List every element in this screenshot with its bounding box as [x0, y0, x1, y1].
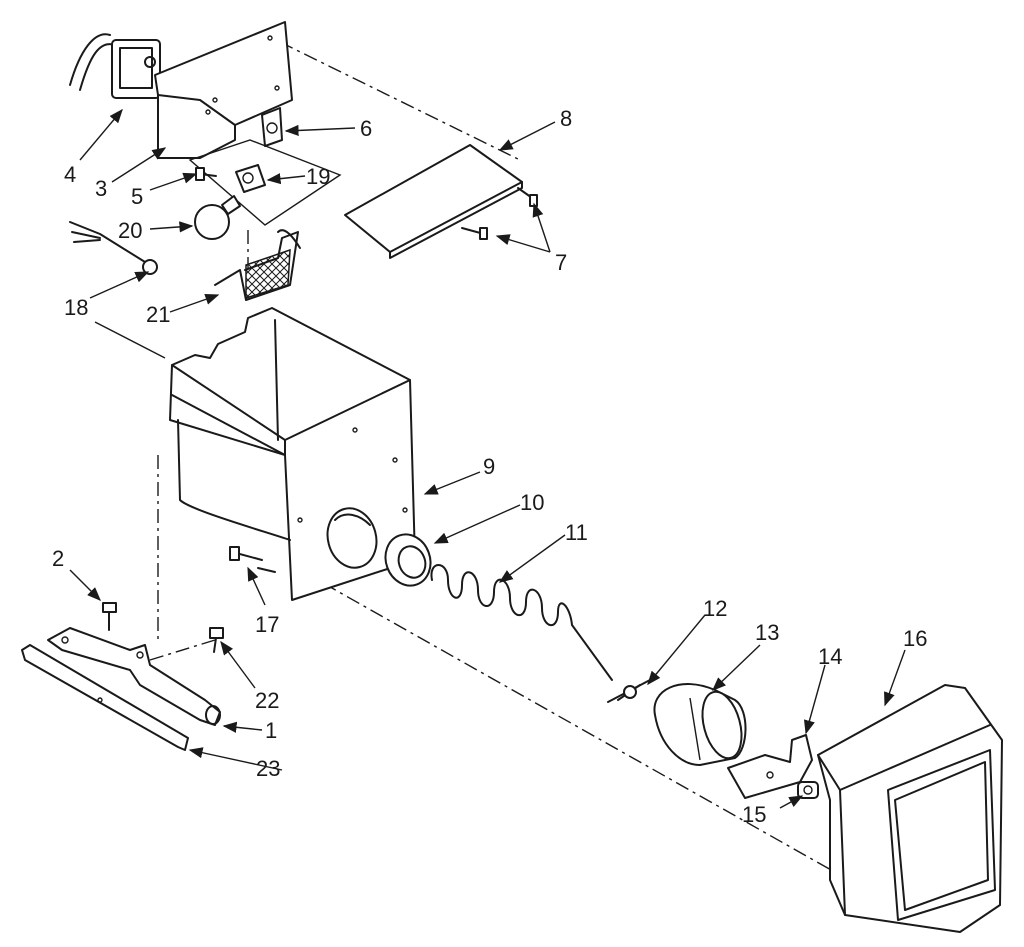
bracket-part — [727, 734, 813, 799]
callout-labels: 1 2 3 4 5 6 7 8 9 10 11 12 13 14 15 16 1… — [52, 106, 927, 827]
lamp-socket-part — [235, 164, 266, 193]
callout-19: 19 — [306, 164, 330, 189]
callout-8: 8 — [560, 106, 572, 131]
motor-part — [69, 33, 161, 99]
light-bulb-part — [194, 195, 241, 240]
screw-part-17 — [229, 546, 276, 573]
wire-harness-part — [69, 221, 158, 275]
auger-spring-part — [430, 564, 613, 681]
screw-part-22 — [209, 627, 224, 653]
cover-strip-part — [21, 644, 189, 751]
callout-10: 10 — [520, 490, 544, 515]
callout-11: 11 — [565, 520, 588, 545]
screw-part-2 — [102, 602, 117, 631]
ice-bin-part — [94, 307, 416, 601]
callout-2: 2 — [52, 546, 64, 571]
callout-22: 22 — [255, 688, 279, 713]
front-cover-part — [817, 684, 1003, 933]
callout-9: 9 — [483, 454, 495, 479]
callout-6: 6 — [360, 116, 372, 141]
callout-18: 18 — [64, 295, 88, 320]
switch-clip-part — [261, 107, 283, 147]
mounting-bracket-part — [47, 627, 221, 726]
callout-3: 3 — [95, 176, 107, 201]
callout-12: 12 — [703, 596, 727, 621]
screw-part-5 — [195, 167, 217, 181]
callout-7: 7 — [555, 250, 567, 275]
callout-13: 13 — [755, 620, 779, 645]
cover-plate-part — [344, 144, 523, 259]
leader-arrows — [69, 108, 906, 809]
bearing-part — [384, 533, 432, 587]
drive-cylinder-part — [653, 683, 747, 766]
callout-5: 5 — [131, 184, 143, 209]
mounting-plate-part — [154, 21, 342, 226]
coupler-part — [607, 679, 651, 703]
callout-20: 20 — [118, 218, 142, 243]
callout-14: 14 — [818, 644, 842, 669]
callout-1: 1 — [265, 718, 277, 743]
callout-23: 23 — [256, 756, 280, 781]
bulb-guard-part — [214, 229, 301, 301]
nut-part — [797, 781, 819, 799]
callout-21: 21 — [146, 302, 170, 327]
callout-4: 4 — [64, 162, 76, 187]
callout-16: 16 — [903, 626, 927, 651]
callout-15: 15 — [742, 802, 766, 827]
callout-17: 17 — [255, 612, 279, 637]
